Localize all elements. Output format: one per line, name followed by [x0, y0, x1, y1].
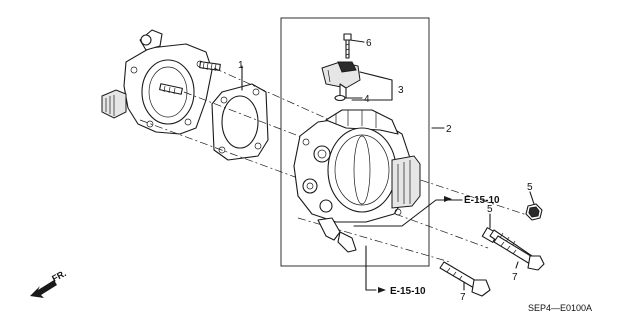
callout-7-right: 7 — [512, 272, 518, 283]
front-direction-label: FR. — [50, 268, 67, 284]
reference-upper-label: E-15-10 — [464, 195, 500, 206]
flange-bolt-right — [493, 235, 545, 271]
front-arrow-icon — [30, 280, 57, 298]
stud-lower — [159, 83, 183, 95]
callout-4: 4 — [364, 94, 370, 105]
reference-upper: E-15-10 — [444, 195, 500, 206]
intake-manifold-flange — [101, 29, 213, 135]
throttle-body-gasket — [211, 83, 269, 161]
diagram-code: SEP4—E0100A — [528, 303, 592, 313]
front-direction-indicator: FR. — [30, 268, 68, 298]
sensor-screw — [343, 33, 352, 59]
callout-5-nut: 5 — [527, 182, 533, 193]
callout-6: 6 — [366, 38, 372, 49]
hex-nut — [525, 203, 543, 221]
reference-lower: E-15-10 — [378, 286, 426, 297]
throttle-body-assembly-box — [280, 17, 430, 267]
callout-7-lower: 7 — [460, 292, 466, 303]
throttle-body — [293, 109, 421, 253]
callout-1: 1 — [238, 60, 244, 71]
callout-2: 2 — [446, 124, 452, 135]
reference-lower-label: E-15-10 — [390, 286, 426, 297]
flange-bolt-lower — [439, 261, 491, 297]
o-ring — [334, 94, 346, 102]
map-sensor — [321, 61, 361, 99]
callout-3: 3 — [398, 85, 404, 96]
callout-5-stud: 5 — [487, 204, 493, 215]
